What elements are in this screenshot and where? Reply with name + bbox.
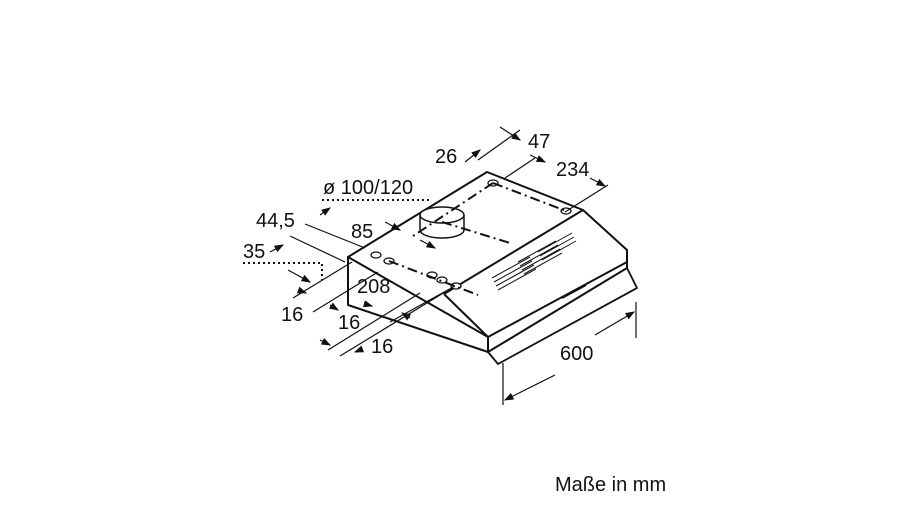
dim-600: 600 [560, 343, 593, 365]
dim-35: 35 [243, 241, 265, 263]
dim-44-5: 44,5 [256, 210, 295, 232]
dimension-labels: 47 26 234 ø 100/120 44,5 85 35 208 16 16… [243, 131, 593, 365]
dim-234: 234 [556, 159, 589, 181]
dim-duct-diameter: ø 100/120 [323, 177, 413, 199]
units-caption: Maße in mm [555, 474, 667, 496]
dim-16-c: 16 [371, 336, 393, 358]
dim-26: 26 [435, 146, 457, 168]
dim-16-b: 16 [338, 312, 360, 334]
center-lines [388, 182, 567, 296]
dim-208: 208 [357, 276, 390, 298]
vent-grille [491, 232, 587, 299]
dim-85: 85 [351, 221, 373, 243]
dim-16-a: 16 [281, 304, 303, 326]
hood-outline [347, 171, 638, 365]
dim-47: 47 [528, 131, 550, 153]
dimension-lines [269, 126, 637, 405]
dotted-leaders [243, 199, 430, 280]
